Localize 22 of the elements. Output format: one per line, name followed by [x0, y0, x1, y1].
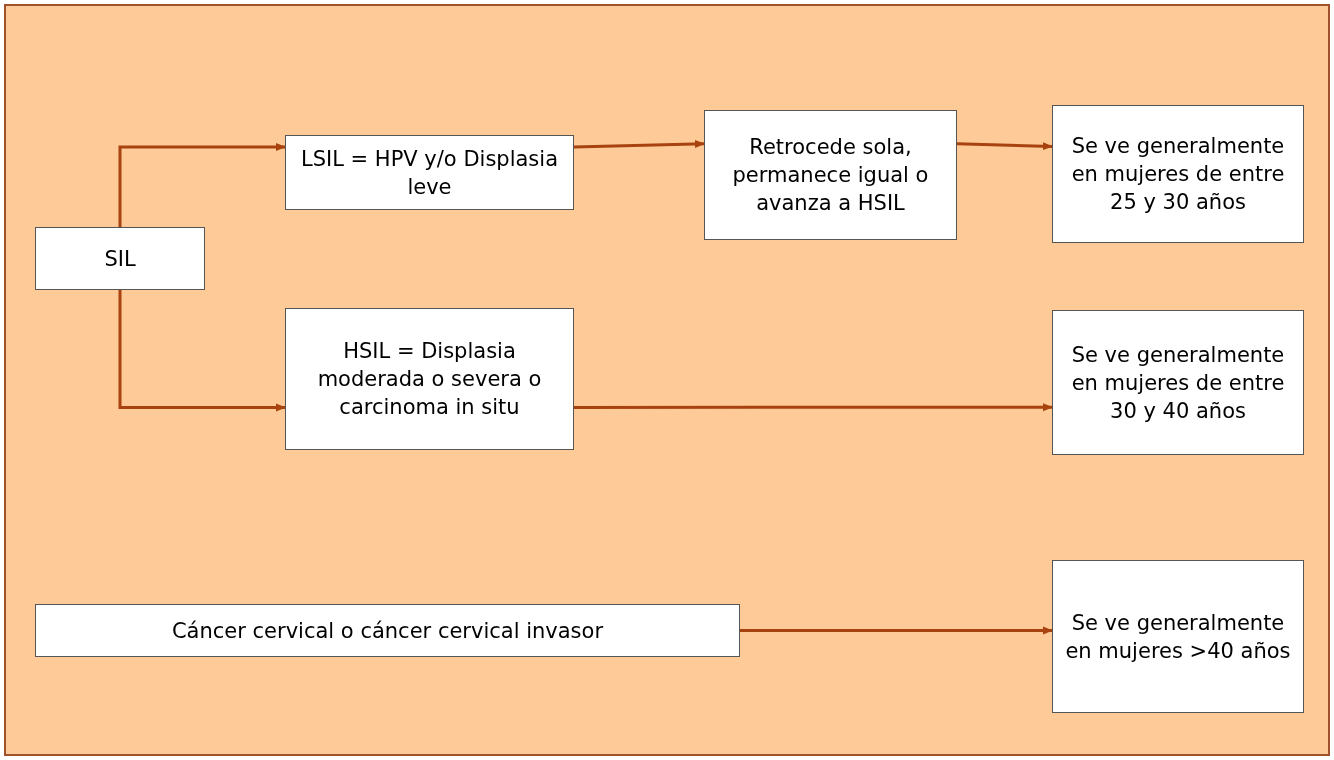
- box-text: Se ve generalmente en mujeres de entre 25 y 30 años: [1070, 133, 1286, 216]
- arrow: [574, 403, 1053, 412]
- box-text: Cáncer cervical o cáncer cervical invasor: [171, 617, 604, 645]
- process-box: [704, 110, 957, 240]
- arrow: [956, 142, 1053, 151]
- process-box: [285, 308, 574, 450]
- arrow: [740, 626, 1053, 635]
- box-text: Retrocede sola, permanece igual o avanza a HSIL: [731, 134, 930, 217]
- box-text: LSIL = HPV y/o Displasia leve: [300, 145, 559, 201]
- arrow: [118, 143, 286, 227]
- box-text: HSIL = Displasia moderada o severa o carcinoma in situ: [316, 338, 543, 421]
- process-box: [1052, 105, 1304, 243]
- box-text: SIL: [104, 245, 136, 273]
- process-box: [35, 604, 740, 657]
- process-box: [1052, 310, 1304, 455]
- box-text: Se ve generalmente en mujeres de entre 30 y 40 años: [1070, 341, 1286, 425]
- arrow: [573, 140, 705, 149]
- process-box: [285, 135, 574, 210]
- arrow: [118, 290, 286, 412]
- process-box: [1052, 560, 1304, 713]
- box-text: Se ve generalmente en mujeres >40 años: [1064, 609, 1292, 665]
- process-box: [35, 227, 205, 290]
